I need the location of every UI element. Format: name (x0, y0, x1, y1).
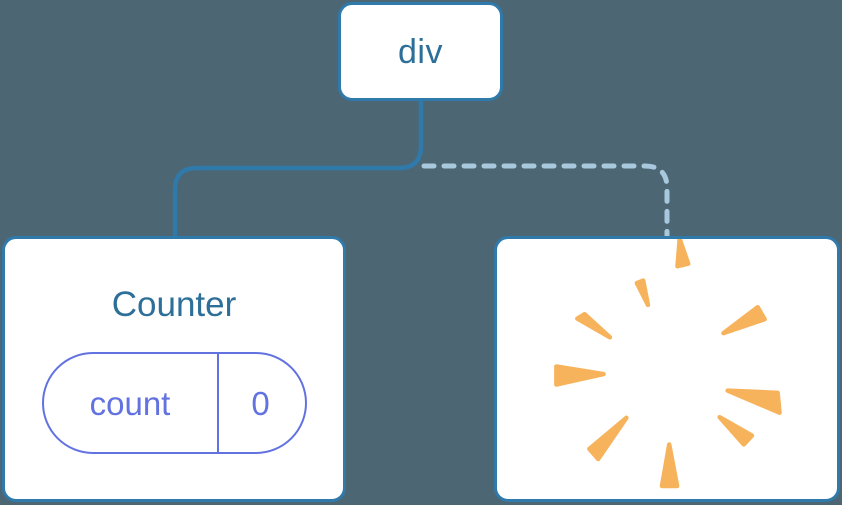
ray-w (554, 364, 606, 387)
node-counter[interactable]: Counter count 0 (2, 236, 346, 502)
node-div-label: div (398, 32, 443, 71)
edge-div-to-counter (172, 98, 424, 239)
ray-nw (575, 311, 613, 340)
state-pill-count[interactable]: count 0 (41, 352, 307, 454)
state-value-label: 0 (251, 384, 270, 422)
ray-n (675, 239, 691, 269)
state-key-label: count (89, 384, 171, 422)
ray-nnw (634, 278, 651, 308)
node-sparkle[interactable] (494, 236, 840, 502)
sparkle-burst-icon (554, 239, 782, 489)
state-pill-divider (216, 354, 219, 452)
node-div[interactable]: div (338, 2, 503, 101)
ray-ene (721, 304, 767, 336)
node-counter-title: Counter (111, 285, 237, 324)
ray-se (717, 414, 755, 447)
ray-sw (587, 415, 629, 462)
ray-s (659, 442, 680, 489)
edge-div-to-sparkle (421, 163, 670, 241)
ray-e (725, 388, 782, 415)
